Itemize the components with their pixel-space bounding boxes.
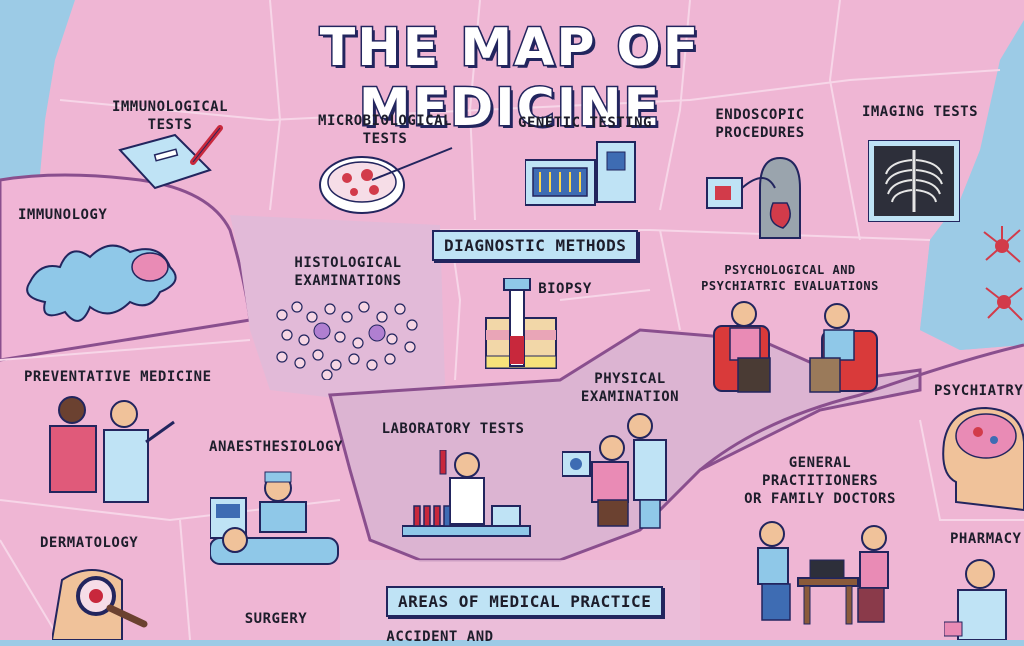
gp-consultation-icon — [757, 521, 889, 625]
label-psychological-evaluations: PSYCHOLOGICAL AND PSYCHIATRIC EVALUATION… — [701, 263, 879, 293]
rapid-test-icon — [118, 125, 223, 190]
label-laboratory-tests: LABORATORY TESTS — [381, 421, 525, 437]
petri-dish-icon — [319, 147, 453, 214]
ocean-right — [920, 200, 1024, 350]
immune-cell-icon — [26, 244, 177, 322]
label-pharmacy: PHARMACY — [950, 531, 1022, 547]
label-anaesthesiology: ANAESTHESIOLOGY — [209, 439, 343, 455]
banner-diagnostic-methods: DIAGNOSTIC METHODS — [432, 230, 639, 261]
anaesthesia-icon — [210, 471, 339, 565]
biopsy-icon — [485, 278, 557, 369]
label-psychiatry: PSYCHIATRY — [934, 383, 1024, 399]
dna-sequencer-icon — [525, 141, 636, 206]
psychological-session-icon — [713, 301, 878, 393]
laboratory-scientist-icon — [402, 450, 531, 537]
vaccination-icon — [49, 396, 175, 503]
label-physical-examination: PHYSICAL EXAMINATION — [580, 371, 680, 405]
banner-areas-of-medical-practice: AREAS OF MEDICAL PRACTICE — [386, 586, 664, 617]
psychiatry-head-icon — [942, 406, 1024, 512]
neuron-icon — [983, 226, 1023, 321]
endoscope-icon — [706, 156, 801, 239]
map-title: THE MAP OF MEDICINE — [318, 17, 701, 140]
label-histological-examinations: HISTOLOGICAL EXAMINATIONS — [294, 255, 402, 289]
label-general-practitioners: GENERAL PRACTITIONERS OR FAMILY DOCTORS — [744, 455, 896, 507]
label-preventative-medicine: PREVENTATIVE MEDICINE — [24, 369, 212, 385]
label-biopsy: BIOPSY — [538, 281, 592, 297]
label-microbiological-tests: MICROBIOLOGICAL TESTS — [318, 113, 452, 147]
label-genetic-testing: GENETIC TESTING — [518, 115, 652, 131]
physical-exam-icon — [562, 413, 667, 529]
region-right-lower — [699, 343, 1024, 472]
magnifying-glass-icon — [52, 569, 148, 640]
label-accident-and: ACCIDENT AND — [386, 629, 494, 645]
label-dermatology: DERMATOLOGY — [40, 535, 139, 551]
histology-cells-icon — [276, 301, 418, 380]
label-surgery: SURGERY — [244, 611, 308, 627]
label-imaging-tests: IMAGING TESTS — [861, 104, 979, 120]
label-endoscopic-procedures: ENDOSCOPIC PROCEDURES — [715, 107, 805, 141]
pharmacist-icon — [944, 559, 1007, 640]
label-immunology: IMMUNOLOGY — [18, 207, 108, 223]
xray-icon — [868, 140, 960, 222]
label-immunological-tests: IMMUNOLOGICAL TESTS — [111, 99, 229, 133]
